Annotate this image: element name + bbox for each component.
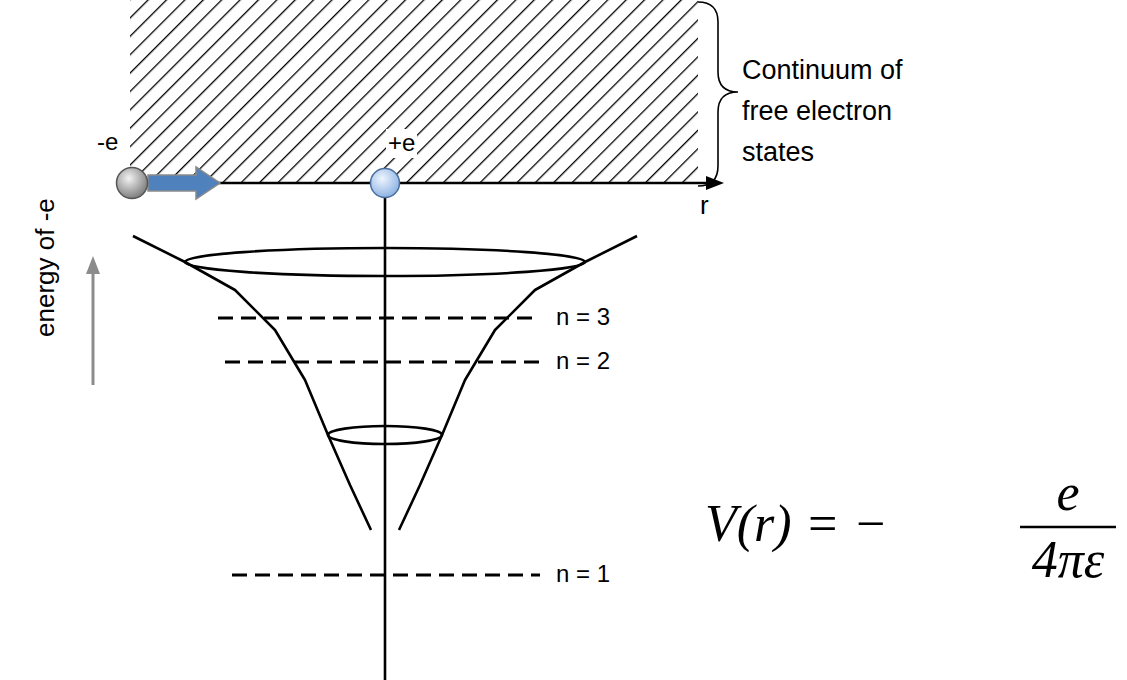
level-label: n = 2 bbox=[556, 347, 610, 376]
formula-denominator: 4πε bbox=[1032, 529, 1105, 591]
continuum-label: Continuum of free electron states bbox=[742, 50, 942, 173]
axis-label: energy of -e bbox=[29, 199, 60, 338]
motion-arrow bbox=[148, 167, 220, 199]
level-label: n = 1 bbox=[556, 560, 610, 589]
proton-circle: +e bbox=[369, 167, 401, 199]
formula-numerator: e bbox=[1056, 462, 1079, 524]
charge-label: +e bbox=[386, 129, 417, 158]
formula-text: V(r) = − bbox=[705, 493, 888, 555]
particle-circle bbox=[117, 168, 148, 199]
energy-arrow bbox=[92, 272, 95, 385]
axis-label: r bbox=[700, 190, 709, 221]
energy-arrowhead bbox=[86, 256, 100, 274]
charge-label: -e bbox=[95, 128, 120, 157]
fraction-bar bbox=[1020, 526, 1116, 529]
level-label: n = 3 bbox=[556, 303, 610, 332]
energy-level bbox=[225, 361, 540, 364]
continuum-hatch bbox=[130, 0, 698, 183]
particle-circle bbox=[371, 169, 400, 198]
curly-bracket bbox=[698, 2, 738, 186]
energy-axis bbox=[384, 183, 387, 680]
particle-shape bbox=[115, 166, 149, 200]
potential-curve bbox=[133, 236, 371, 530]
potential-curve bbox=[399, 236, 637, 530]
electron-circle: -e bbox=[115, 166, 149, 200]
well-ellipse bbox=[328, 426, 442, 444]
energy-level bbox=[218, 317, 540, 320]
particle-shape bbox=[369, 167, 401, 199]
axis-arrowhead bbox=[706, 176, 724, 190]
energy-level bbox=[232, 574, 540, 577]
well-ellipse bbox=[185, 248, 585, 276]
